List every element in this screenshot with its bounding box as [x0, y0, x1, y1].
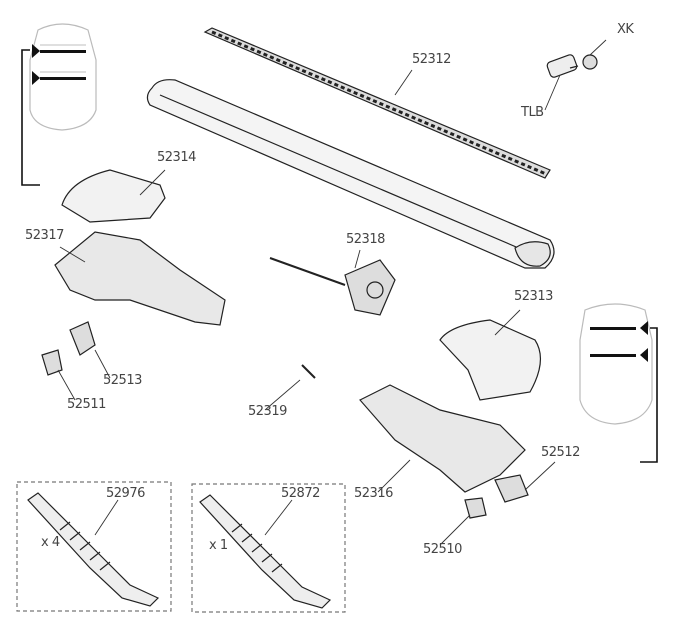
label-52312: 52312	[412, 52, 451, 67]
foot-pack-right	[359, 384, 526, 493]
label-xk: XK	[617, 22, 634, 37]
rubber-strip	[203, 27, 551, 179]
strap-52872	[199, 494, 332, 609]
label-52318: 52318	[346, 232, 385, 247]
strap-52976	[27, 492, 160, 607]
torque-tool	[269, 257, 396, 316]
leader-lines	[57, 39, 607, 546]
quantity-52976: x 4	[41, 535, 60, 550]
label-tlb: TLB	[521, 105, 544, 120]
end-cover-left	[61, 169, 166, 223]
clip-52510	[464, 497, 487, 519]
label-52513: 52513	[103, 373, 142, 388]
label-52319: 52319	[248, 404, 287, 419]
quantity-52872: x 1	[209, 538, 228, 553]
label-52314: 52314	[157, 150, 196, 165]
label-52512: 52512	[541, 445, 580, 460]
end-cover-right	[439, 319, 541, 401]
foot-pack-left	[54, 231, 226, 326]
lock-and-key	[546, 54, 598, 78]
car-top-view-left	[21, 23, 97, 186]
label-52510: 52510	[423, 542, 462, 557]
label-52872: 52872	[281, 486, 320, 501]
strap-box-52976	[16, 481, 172, 612]
clip-52512	[494, 474, 529, 503]
clip-52513	[69, 321, 96, 356]
label-52316: 52316	[354, 486, 393, 501]
label-52511: 52511	[67, 397, 106, 412]
clip-52511	[41, 349, 63, 376]
car-top-view-right	[579, 303, 658, 463]
label-52976: 52976	[106, 486, 145, 501]
strap-box-52872	[191, 483, 346, 613]
screw-52319	[301, 364, 316, 379]
label-52317: 52317	[25, 228, 64, 243]
aero-bar	[146, 79, 555, 269]
label-52313: 52313	[514, 289, 553, 304]
